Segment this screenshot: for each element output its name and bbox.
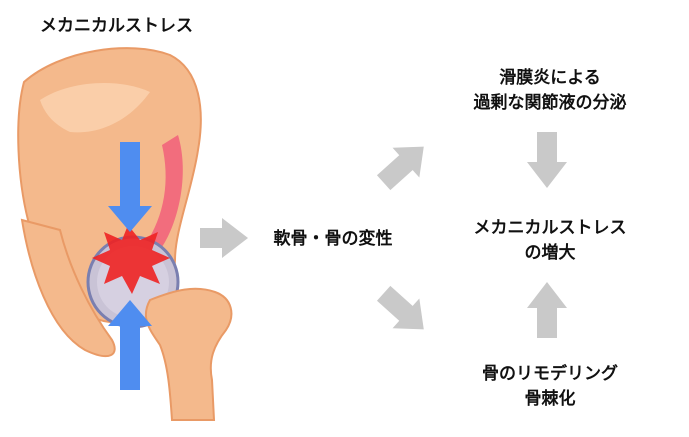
arrow-up-to-middle (527, 282, 567, 338)
center-node: 軟骨・骨の変性 (273, 229, 393, 249)
impact-burst-icon (92, 225, 170, 294)
arrow-down-to-middle (527, 132, 567, 188)
top-node-line1: 滑膜炎による (499, 68, 601, 88)
ischium-bone (20, 218, 116, 358)
acetabulum-cartilage (145, 135, 183, 250)
arrow-up-right-to-top (376, 146, 424, 191)
top-node: 滑膜炎による 過剰な関節液の分泌 (450, 66, 650, 115)
force-arrow-up (108, 300, 152, 390)
middle-node-line1: メカニカルストレス (473, 218, 627, 238)
middle-node: メカニカルストレス の増大 (450, 216, 650, 265)
middle-node-line2: の増大 (524, 242, 576, 263)
bottom-node-line2: 骨棘化 (524, 388, 576, 409)
arrow-down-right-to-bottom (376, 285, 424, 330)
pelvis-shadow (40, 82, 150, 133)
title-label: メカニカルストレス (40, 16, 193, 36)
arrow-right-to-center (200, 218, 248, 258)
force-arrow-down (108, 142, 152, 232)
top-node-line2: 過剰な関節液の分泌 (473, 92, 627, 113)
bottom-node: 骨のリモデリング 骨棘化 (450, 362, 650, 411)
femur-bone (144, 287, 233, 421)
bottom-node-line1: 骨のリモデリング (482, 364, 618, 384)
